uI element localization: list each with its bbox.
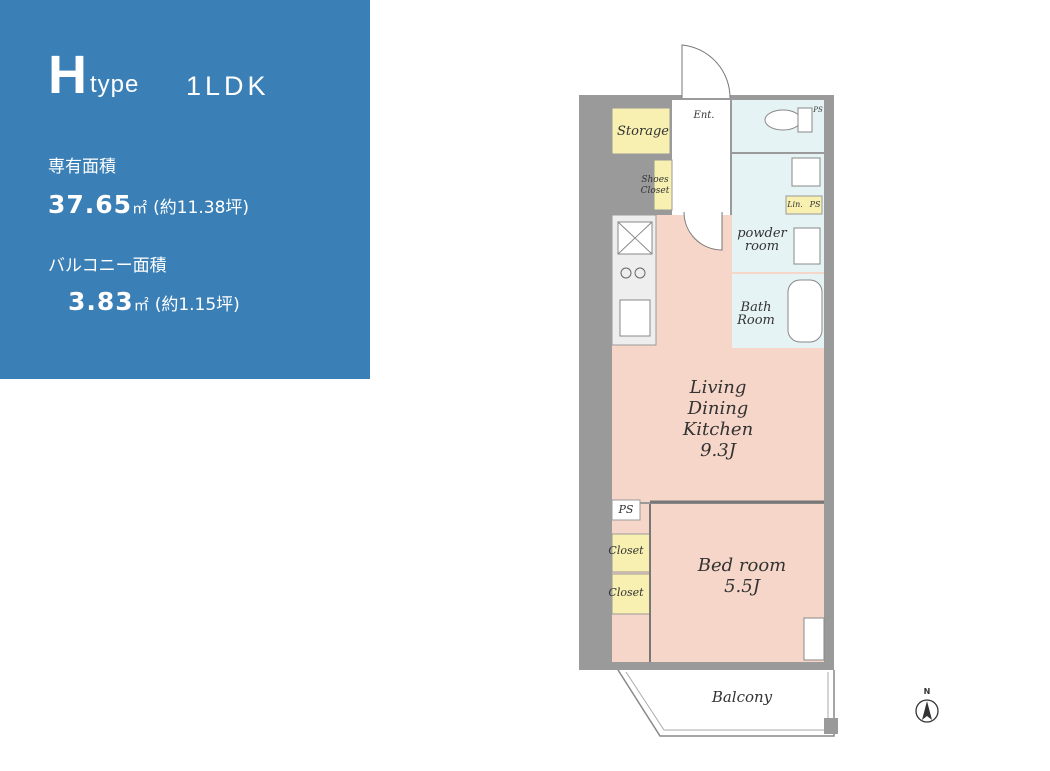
balcony-area-row: 3.83㎡ (約1.15坪) (68, 287, 240, 316)
label-living: Living (689, 377, 747, 398)
exclusive-area-unit: ㎡ (132, 199, 148, 217)
north-label: N (924, 687, 931, 696)
label-closet-shoes: Closet (641, 186, 670, 196)
shoes-closet (653, 159, 673, 211)
balcony-area-value: 3.83 (68, 287, 134, 316)
unit-type-word: type (90, 71, 140, 98)
unit-info-panel: H type 1LDK 専有面積 37.65㎡(約11.38坪) バルコニー面積… (0, 0, 370, 379)
balcony-area-label: バルコニー面積 (48, 256, 167, 276)
linen-closet (785, 195, 823, 215)
storage (611, 107, 671, 155)
balcony-outline (617, 669, 835, 737)
unit-layout: 1LDK (186, 71, 270, 101)
balcony-inner-line (625, 671, 829, 731)
label-entrance: Ent. (693, 110, 715, 121)
toilet-icon (764, 109, 802, 131)
label-storage: Storage (617, 124, 669, 139)
bedroom-window-cabinet (803, 617, 825, 661)
label-bedroom-size: 5.5J (724, 576, 762, 597)
label-powder: powder (737, 226, 787, 241)
label-bath-room: Room (736, 313, 775, 328)
unit-type-letter: H (48, 45, 87, 105)
label-dining: Dining (687, 398, 749, 419)
kitchen-sink (619, 299, 651, 337)
label-balcony: Balcony (711, 688, 773, 706)
label-shoes: Shoes (641, 175, 669, 185)
label-bedroom: Bed room (697, 555, 786, 576)
balcony-area-unit: ㎡ (133, 296, 149, 314)
ldk-door (683, 211, 723, 251)
toilet-tank (797, 107, 813, 133)
balcony-area-tsubo: (約1.15坪) (154, 295, 240, 315)
entrance-door (681, 44, 731, 99)
label-room: room (745, 239, 779, 254)
washer-pan (793, 227, 821, 265)
north-arrow-icon (915, 699, 939, 723)
stove-burner-left (620, 267, 632, 279)
exclusive-area-row: 37.65㎡ (約11.38坪) (48, 190, 249, 219)
label-linen: Lin. (786, 200, 803, 209)
ps-bedroom (611, 499, 641, 521)
bathtub-icon (787, 279, 823, 343)
label-ldk-size: 9.3J (700, 440, 738, 461)
closet-2 (611, 573, 651, 615)
label-closet-1: Closet (608, 544, 644, 557)
label-ps-bedroom: PS (618, 503, 634, 516)
entrance (672, 100, 730, 215)
washbasin-icon (791, 157, 821, 187)
label-closet-2: Closet (608, 586, 644, 599)
bedroom (650, 504, 824, 662)
label-ps-mid: PS (809, 200, 821, 209)
exclusive-area-label: 専有面積 (48, 157, 116, 177)
label-ps-top: PS (812, 106, 823, 114)
label-bath: Bath (740, 300, 772, 315)
stove-burner-right (634, 267, 646, 279)
label-kitchen: Kitchen (682, 419, 753, 440)
balcony-post (824, 718, 838, 734)
fridge-cross (617, 221, 653, 255)
exclusive-area-tsubo: (約11.38坪) (153, 198, 250, 218)
exclusive-area-value: 37.65 (48, 190, 133, 219)
